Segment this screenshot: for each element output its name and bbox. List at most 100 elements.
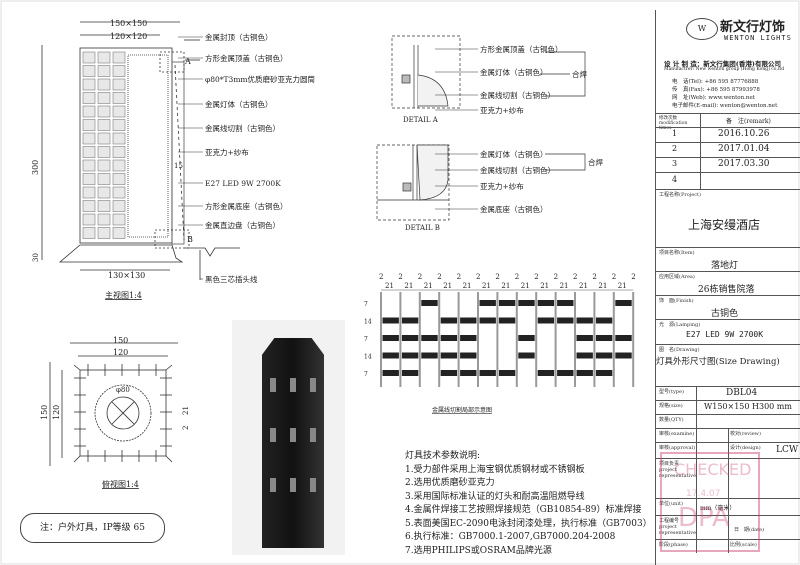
rev-header: 修改次数 modification times [659,116,688,131]
unit-value: mm（毫米） [700,505,736,512]
area-value: 26栋销售院落 [698,285,755,295]
web: 网 址(Web): www.wenton.net [672,95,755,101]
grid-cell [112,92,126,104]
pattern-slot [576,370,593,376]
pattern-caption: 金属线切割局部示意图 [432,406,492,414]
pattern-slot [479,317,496,324]
grid-cell [82,92,96,104]
qty-row: 数量(QTY) [656,414,800,428]
tech-item: 1.受力部件采用上海宝钢优质钢材或不锈钢板 [405,464,585,475]
tech-title: 灯具技术参数说明: [405,451,481,461]
examine-label: 审核(examine) [659,431,695,437]
pattern-bar [438,292,441,387]
finish-value: 古铜色 [711,309,739,319]
dim-side: 15 [174,162,183,170]
lamp-value: E27 LED 9W 2700K [686,330,764,339]
row-label: 7 [364,336,368,343]
pattern-slot [460,317,477,324]
size-row: 规格(size)W150×150 H300 mm [656,400,800,414]
grid-cell [112,119,126,131]
col-label: 21 [540,282,549,290]
pattern-slot [382,335,399,341]
grid-cell [112,132,126,145]
bar-label: 2 [398,273,402,281]
pattern-slot [382,317,399,324]
pattern-bar [496,292,499,387]
pattern-slot [479,300,496,306]
grid-cell [97,173,111,185]
bar-label: 2 [554,273,558,281]
finish-label: 饰 面(Finish) [659,298,694,304]
revision-triangle-icon: 1 [672,129,678,138]
pattern-slot [440,335,458,341]
designer-value: LCW [776,445,799,455]
marker-b: B [187,235,193,244]
pattern-slot [557,370,574,376]
project-label: 工程名称(Project) [659,192,701,198]
lamp-label: 光 源(Lamping) [659,322,701,328]
pattern-slot [537,300,555,306]
col-label: 21 [482,282,491,290]
finish-row: 饰 面(Finish) 古铜色 [656,295,800,319]
cutting-pattern: 2212212212212212212212212212212212212212… [364,273,636,387]
outdoor-note: 注：户外灯具，IP等级 65 [20,513,165,543]
grid-cell [97,78,111,91]
weld-label: 合焊 [572,69,587,79]
col-label: 21 [385,282,394,290]
stamp-date: 17.4.07 [686,489,721,499]
scale-label: 比例(scale) [730,542,757,548]
grid-cell [112,159,126,172]
grid-cell [97,51,111,64]
bar-label: 2 [612,273,616,281]
detail-drawings [376,35,586,221]
projno-label: 工程编号 project representative [659,518,697,536]
date-label: 日 期(date) [734,527,765,533]
grid-cell [97,132,111,145]
pattern-slot [595,370,613,376]
title-block: W 新文行灯饰 WENTON LIGHTS 设 计 制 造：新文行集团(香港)有… [655,10,800,565]
bar-label: 2 [379,273,383,281]
top-view-title: 俯视图1:4 [102,479,139,489]
row-label: 7 [364,371,368,378]
project-row: 工程名称(Project) 上海安缦酒店 [656,189,800,247]
design-label: 设计(design) [730,445,761,451]
dim-outer: 150×150 [110,19,147,28]
size-value: W150×150 H300 mm [704,402,792,411]
grid-cell [97,227,111,239]
top-dim-outer: 150 [113,336,128,345]
pattern-bar [457,292,460,387]
checked-stamp: CHECKED 17.4.07 DPA [660,452,760,552]
row-label: 14 [364,354,372,361]
pattern-bar [515,292,518,387]
pattern-slot [557,317,574,324]
grid-cell [82,132,96,145]
detail-a-title: DETAIL A [403,116,439,124]
pattern-bar [632,292,635,387]
pattern-slot [498,317,516,324]
pattern-slot [401,317,419,324]
top-dim-inner: 120 [113,348,128,357]
logo-cn: 新文行灯饰 [720,20,786,35]
tech-item: 5.表面美国EC-2090电泳封闭漆处理，执行标准（GB7003） [405,518,652,529]
pattern-slot [576,317,593,324]
lamp-row: 光 源(Lamping) E27 LED 9W 2700K [656,319,800,344]
grid-cell [82,200,96,212]
pattern-slot [382,352,399,359]
marker-a: A [184,57,191,66]
grid-cell [112,105,126,118]
project-value: 上海安缦酒店 [688,218,761,232]
front-label: 金属灯体（古铜色） [205,99,273,109]
grid-cell [82,105,96,118]
pattern-bar [477,292,479,387]
bar-label: 2 [515,273,519,281]
front-grid [82,51,126,239]
tech-item: 7.选用PHILIPS或OSRAM品牌光源 [405,545,552,556]
pattern-slot [460,370,477,376]
tech-item: 3.采用国际标准认证的灯头和耐高温阻燃导线 [405,491,585,502]
bar-label: 2 [592,273,596,281]
bar-label: 2 [573,273,577,281]
pattern-slot [440,352,458,359]
pattern-slot [595,317,613,324]
